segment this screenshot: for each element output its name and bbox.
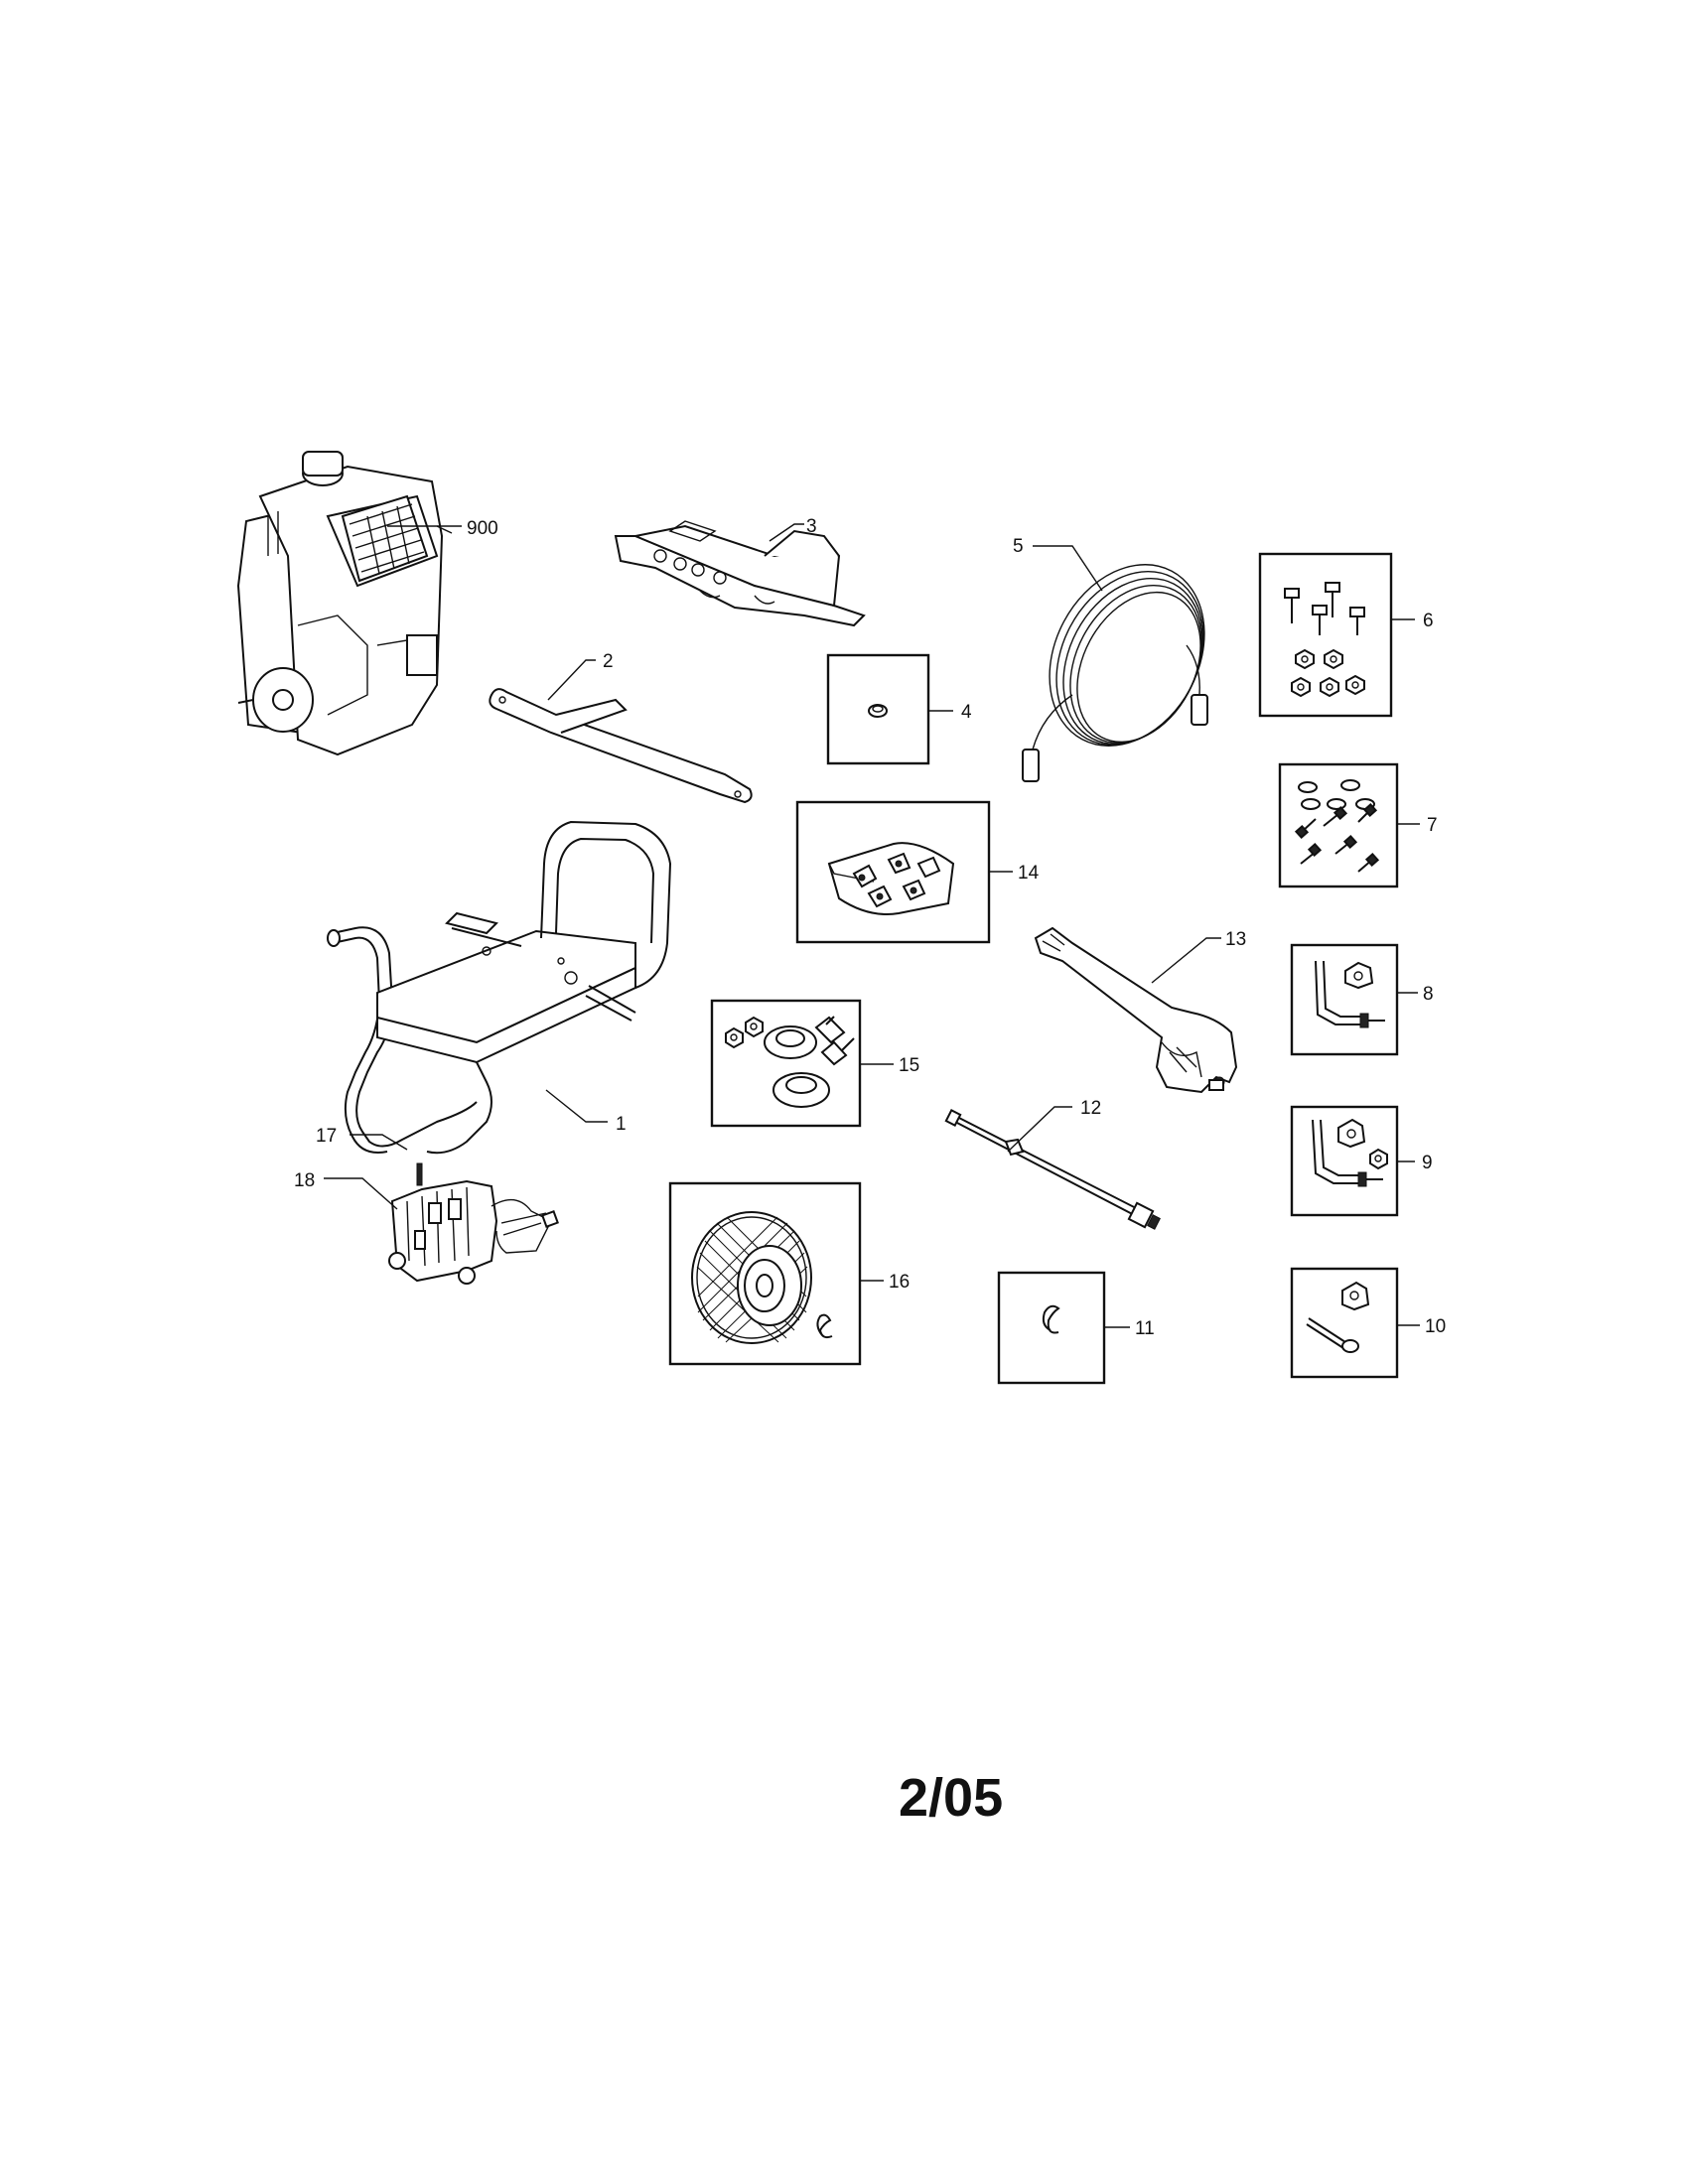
callout-5: 5: [1013, 536, 1024, 557]
clip-icon: [997, 1271, 1106, 1385]
engine-icon: [236, 451, 444, 756]
callout-17: 17: [316, 1126, 337, 1147]
pin-icon: [416, 1162, 423, 1186]
callout-2: 2: [603, 651, 614, 672]
callout-1: 1: [616, 1114, 627, 1135]
callout-10: 10: [1425, 1316, 1446, 1337]
callout-13: 13: [1225, 929, 1246, 950]
callout-7: 7: [1427, 815, 1438, 836]
callout-16: 16: [889, 1272, 910, 1293]
screws-washers-kit-icon: [1278, 762, 1399, 888]
nozzle-bag-icon: [795, 800, 991, 944]
small-part-box-icon: [826, 653, 930, 765]
handle-pin-icon: [1290, 943, 1399, 1056]
handle-pin-knob-icon: [1290, 1105, 1399, 1217]
callout-15: 15: [899, 1055, 919, 1076]
callout-14: 14: [1018, 863, 1040, 884]
bolt-knob-icon: [1290, 1267, 1399, 1379]
wheel-hardware-kit-icon: [710, 999, 862, 1128]
revision-date: 2/05: [899, 1768, 1004, 1828]
hose-coil-icon: [1022, 564, 1208, 782]
callout-12: 12: [1080, 1098, 1101, 1119]
frame-icon: [327, 820, 672, 1155]
callout-18: 18: [294, 1170, 315, 1191]
spray-gun-icon: [1034, 926, 1238, 1094]
brace-bar-icon: [489, 688, 753, 804]
pump-mount-bracket-icon: [614, 520, 866, 627]
pump-icon: [388, 1179, 559, 1285]
callout-6: 6: [1423, 611, 1434, 631]
wheel-icon: [668, 1181, 862, 1366]
callout-3: 3: [806, 516, 817, 537]
callout-8: 8: [1423, 984, 1434, 1005]
lance-wand-icon: [944, 1109, 1161, 1230]
bolts-and-nuts-kit-icon: [1258, 552, 1393, 718]
callout-4: 4: [961, 702, 972, 723]
callout-900: 900: [467, 518, 498, 539]
callout-11: 11: [1135, 1318, 1155, 1339]
callout-9: 9: [1422, 1153, 1433, 1173]
